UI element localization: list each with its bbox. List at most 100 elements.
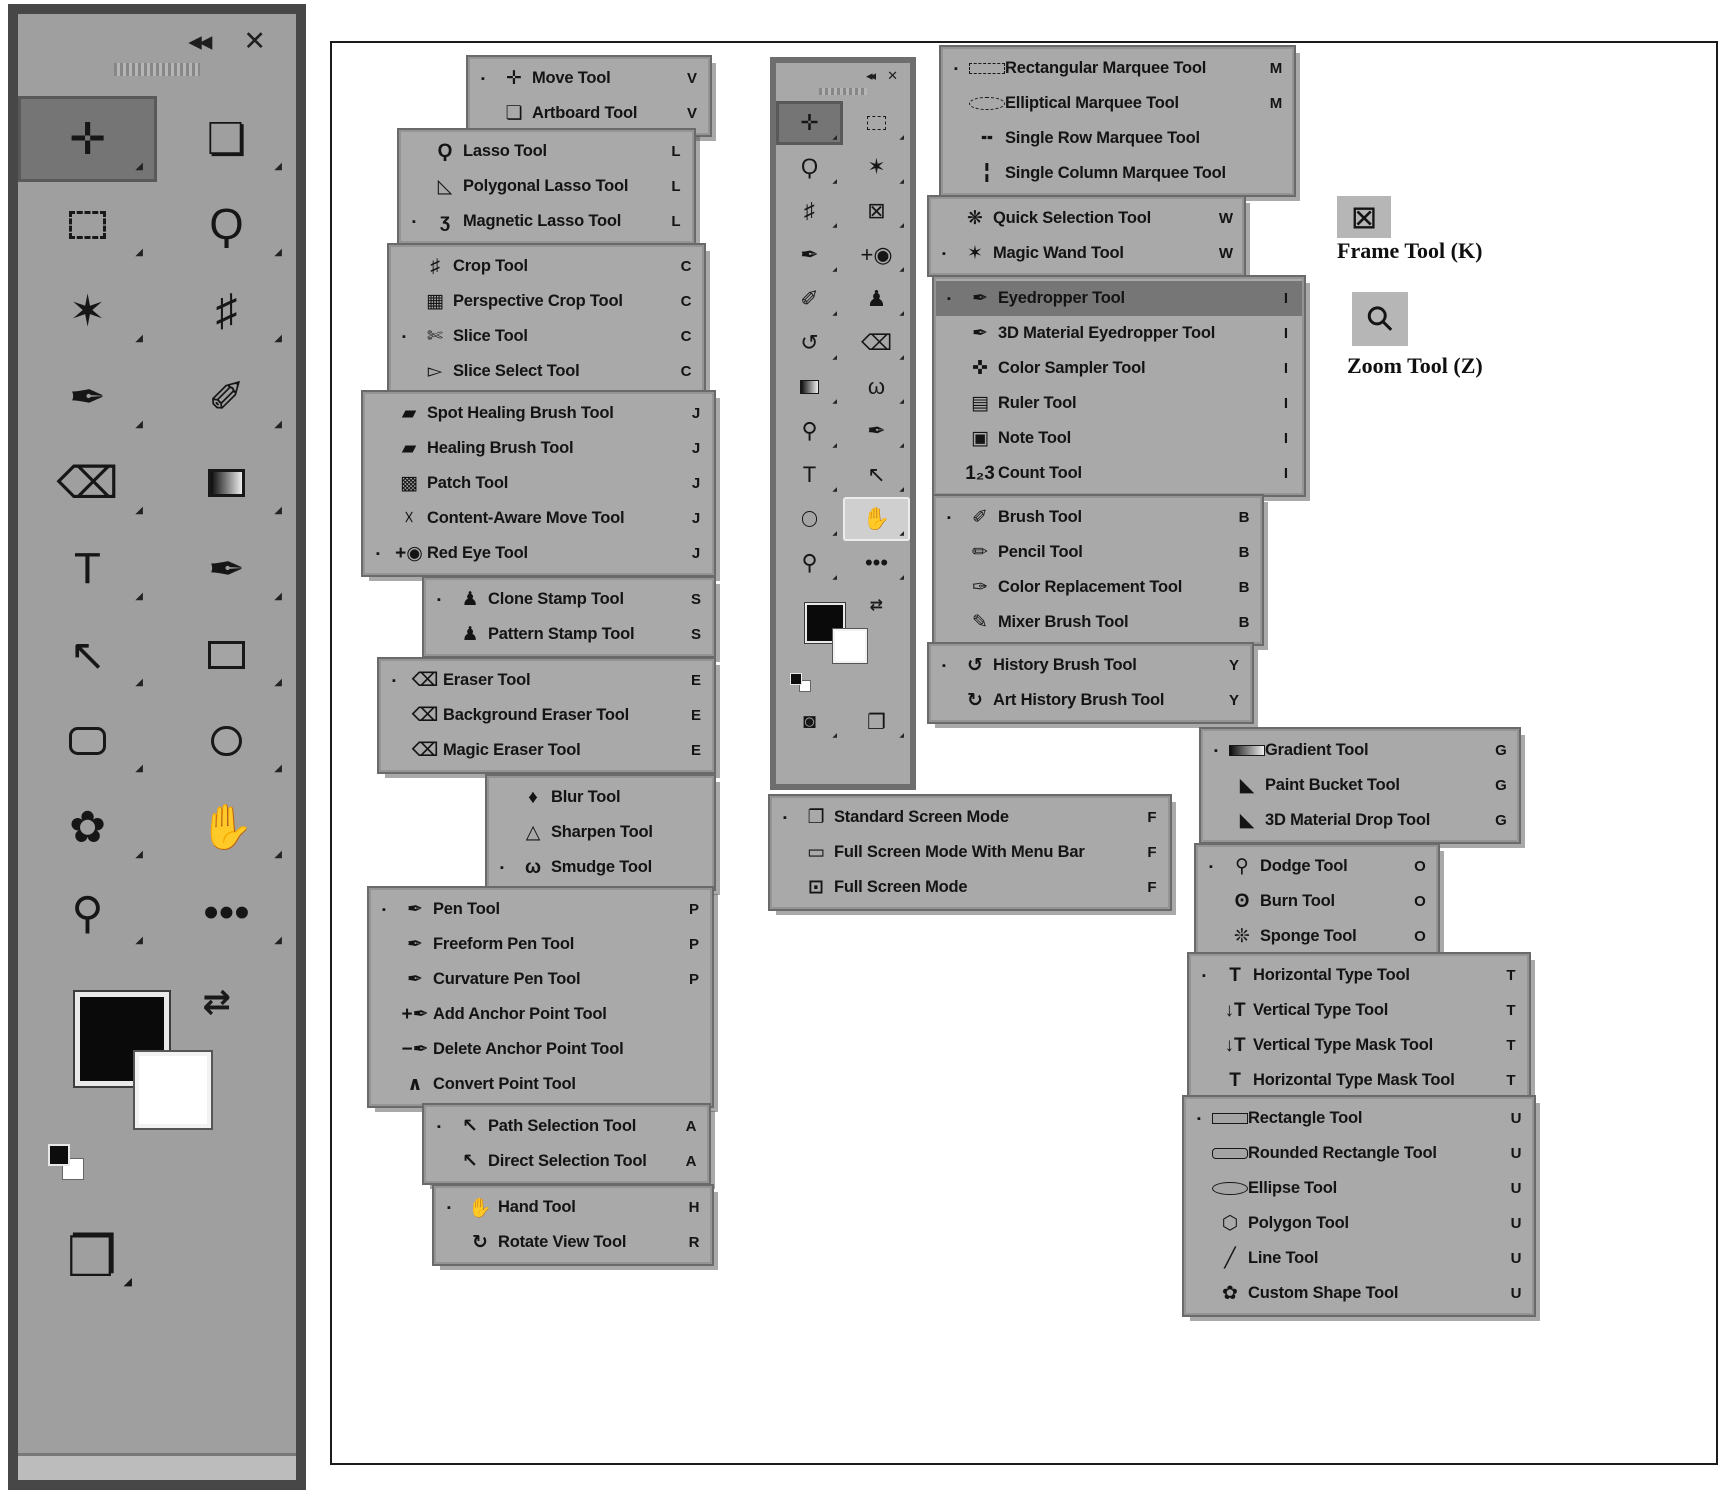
tool-button-eyedropper[interactable]: ✒ xyxy=(776,233,843,277)
tool-button-lasso[interactable]: Ϙ xyxy=(776,145,843,189)
tool-button-eraser[interactable]: ⌫ xyxy=(843,321,910,365)
tool-button-lasso[interactable]: Ϙ xyxy=(157,182,296,268)
tool-button-ellipse[interactable] xyxy=(776,497,843,541)
close-icon[interactable]: ✕ xyxy=(887,68,898,83)
screen-mode-button[interactable]: ❐ xyxy=(843,701,910,743)
tool-button-magic-wand[interactable]: ✶ xyxy=(843,145,910,189)
menu-item-delete-anchor-point-tool[interactable]: −✒Delete Anchor Point Tool xyxy=(371,1032,710,1067)
tool-button-path-selection[interactable]: ↖ xyxy=(18,612,157,698)
tool-button-hand[interactable]: ✋ xyxy=(843,497,910,541)
tool-button-brush[interactable]: ✐ xyxy=(776,277,843,321)
tool-button-hand[interactable]: ✋ xyxy=(157,784,296,870)
tool-button-smudge[interactable]: ω xyxy=(843,365,910,409)
tool-button-crop[interactable]: ♯ xyxy=(776,189,843,233)
tool-button-custom-shape[interactable]: ✿ xyxy=(18,784,157,870)
menu-item-convert-point-tool[interactable]: ∧Convert Point Tool xyxy=(371,1067,710,1102)
tool-button-frame[interactable]: ⊠ xyxy=(843,189,910,233)
tool-button-rect-marquee[interactable] xyxy=(18,182,157,268)
foreground-color-swatch[interactable] xyxy=(75,992,169,1086)
tool-button-ellipsis[interactable]: ••• xyxy=(843,541,910,585)
tool-button-gradient[interactable] xyxy=(776,365,843,409)
tool-button-ellipse[interactable] xyxy=(157,698,296,784)
tool-button-horizontal-type[interactable]: T xyxy=(776,453,843,497)
tool-button-zoom[interactable]: ⚲ xyxy=(776,541,843,585)
tool-button-ellipsis[interactable]: ••• xyxy=(157,870,296,956)
menu-item-add-anchor-point-tool[interactable]: +✒Add Anchor Point Tool xyxy=(371,997,710,1032)
tool-button-eyedropper[interactable]: ✒ xyxy=(18,354,157,440)
background-color-swatch[interactable] xyxy=(135,1052,211,1128)
tool-button-red-eye[interactable]: +◉ xyxy=(843,233,910,277)
quick-mask-button[interactable]: ◙ xyxy=(776,701,843,743)
tool-button-rounded-rectangle[interactable] xyxy=(18,698,157,784)
tool-button-path-selection[interactable]: ↖ xyxy=(843,453,910,497)
default-colors-icon[interactable] xyxy=(48,1144,88,1184)
tool-button-brush[interactable]: ✐ xyxy=(157,354,296,440)
tool-button-history-brush[interactable]: ↺ xyxy=(776,321,843,365)
menu-item-blur-tool[interactable]: ♦Blur Tool xyxy=(489,780,712,815)
tool-button-gradient[interactable] xyxy=(157,440,296,526)
menu-item-single-column-marquee-tool[interactable]: ╏Single Column Marquee Tool xyxy=(943,156,1292,191)
tool-button-move[interactable]: ✛ xyxy=(776,101,843,145)
collapse-arrows-icon[interactable]: ◂◂ xyxy=(866,68,876,83)
tool-button-clone-stamp[interactable]: ♟ xyxy=(843,277,910,321)
tool-button-artboard[interactable]: ❏ xyxy=(157,96,296,182)
default-colors-icon[interactable] xyxy=(790,671,812,693)
drag-grip[interactable] xyxy=(114,63,200,76)
background-color-swatch[interactable] xyxy=(833,629,867,663)
tool-button-zoom[interactable]: ⚲ xyxy=(18,870,157,956)
tool-button-magic-wand[interactable]: ✶ xyxy=(18,268,157,354)
collapse-arrows-icon[interactable]: ◂◂ xyxy=(188,26,212,56)
tool-button-crop[interactable]: ♯ xyxy=(157,268,296,354)
menu-item-single-row-marquee-tool[interactable]: ╍Single Row Marquee Tool xyxy=(943,121,1292,156)
screen-mode-button[interactable]: ❐ xyxy=(52,1224,132,1290)
menu-item-sharpen-tool[interactable]: △Sharpen Tool xyxy=(489,815,712,850)
tool-button-rect-marquee[interactable] xyxy=(843,101,910,145)
